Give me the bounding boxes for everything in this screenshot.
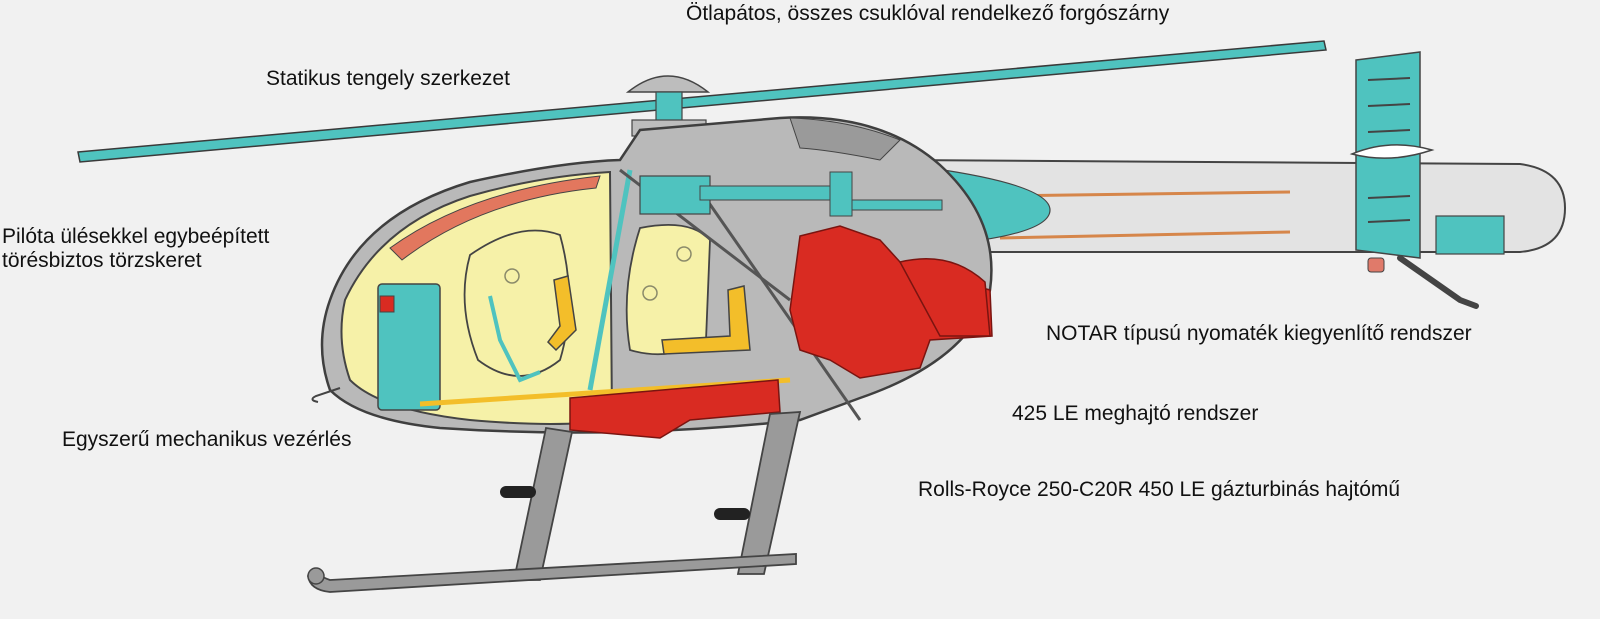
label-static-shaft: Statikus tengely szerkezet — [266, 67, 510, 90]
label-crash-frame-line1: Pilóta ülésekkel egybeépített — [2, 225, 270, 248]
tail-boom — [899, 51, 1567, 309]
label-turbine-engine: Rolls-Royce 250-C20R 450 LE gázturbinás … — [918, 478, 1401, 501]
label-power-system: 425 LE meghajtó rendszer — [1012, 402, 1259, 425]
engine — [569, 225, 993, 439]
control-linkage — [377, 168, 943, 421]
label-main-rotor: Ötlapátos, összes csuklóval rendelkező f… — [686, 2, 1170, 25]
label-mechanical-controls: Egyszerű mechanikus vezérlés — [62, 428, 352, 451]
landing-gear — [307, 387, 802, 593]
seats — [547, 275, 751, 355]
label-crash-frame: Pilóta ülésekkel egybeépített törésbizto… — [2, 225, 362, 273]
label-notar-system: NOTAR típusú nyomaték kiegyenlítő rendsz… — [1046, 322, 1472, 345]
label-crash-frame-line2: törésbiztos törzskeret — [2, 249, 202, 272]
